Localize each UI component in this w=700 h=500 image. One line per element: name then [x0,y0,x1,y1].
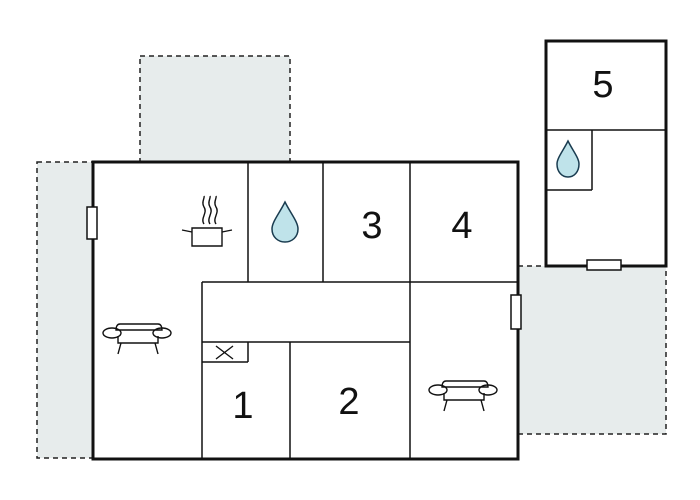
annex-inner-walls [546,129,666,191]
sofa-icon [102,323,172,355]
inner-walls [201,162,518,459]
room-label-5: 5 [592,64,613,106]
water-drop-icon [271,200,299,243]
main-house-outline [91,160,520,461]
terrace-left [36,161,94,459]
terrace-right [517,265,667,435]
window-icon [586,259,622,271]
water-drop-icon [556,139,580,178]
room-label-4: 4 [451,205,472,247]
cooking-pot-icon [181,195,233,247]
window-icon [510,294,522,330]
terrace-top [139,55,291,163]
window-icon [86,206,98,240]
sofa-icon [428,380,498,412]
room-label-2: 2 [338,381,359,423]
room-label-1: 1 [232,385,253,427]
stove-icon [215,345,234,360]
room-label-3: 3 [361,205,382,247]
